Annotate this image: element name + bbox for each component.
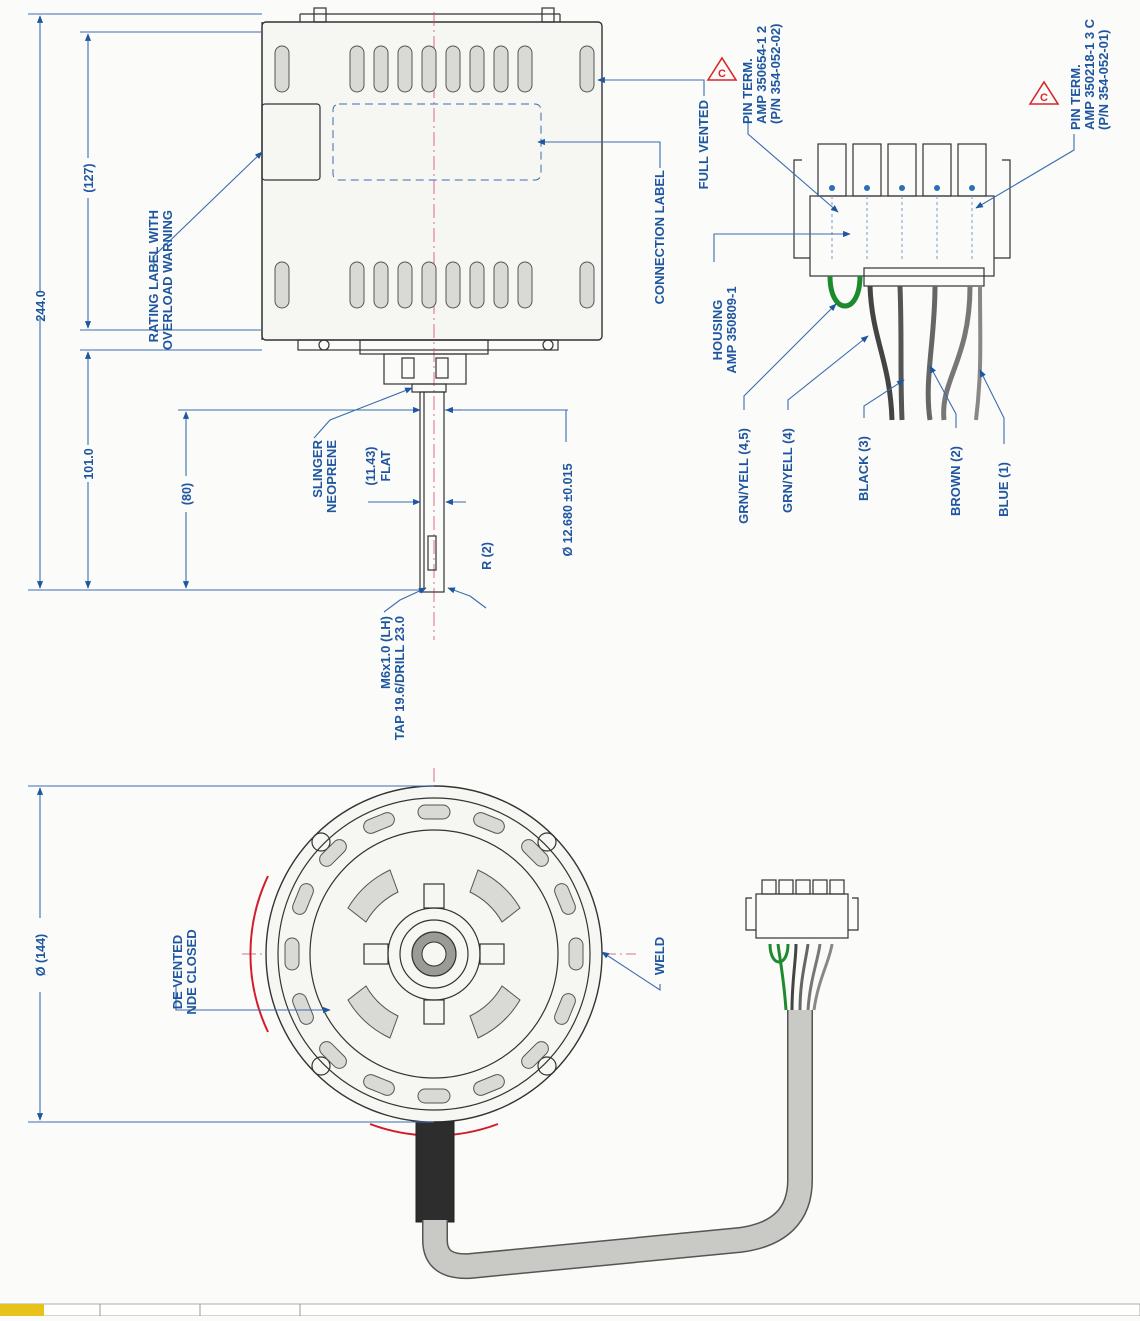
dimension-shaft-diameter: Ø 12.680 ±0.015 (396, 406, 575, 557)
revision-mark-2: C (1040, 92, 1048, 104)
pin-term-1-line1: PIN TERM. (1068, 64, 1083, 130)
radius-value: R (2) (480, 542, 494, 570)
weld-mark (249, 875, 269, 1033)
pin-term-1-line3: (P/N 354-052-01) (1096, 30, 1111, 130)
overall-length-value: 244.0 (34, 290, 48, 321)
revision-triangle-icon (1028, 80, 1060, 105)
callout-weld: WELD (601, 937, 667, 992)
callout-housing: HOUSING AMP 350809-1 (710, 230, 851, 374)
tap-line1: M6x1.0 (LH) (378, 616, 393, 689)
callout-full-vented: FULL VENTED (597, 76, 711, 189)
housing-line2: AMP 350809-1 (724, 286, 739, 373)
cable (415, 879, 859, 1280)
connection-label-text: CONNECTION LABEL (652, 170, 667, 304)
weld-text: WELD (652, 937, 667, 975)
shaft-usable-value: (80) (180, 483, 194, 505)
dimension-overall-length: 244.0 (28, 13, 420, 591)
shaft (359, 339, 489, 593)
shaft-length-value: 101.0 (82, 448, 96, 479)
dimension-end-diameter: Ø (144) (28, 785, 434, 1123)
de-vented-line1: DE VENTED (170, 935, 185, 1009)
dimension-radius: R (2) (447, 542, 494, 609)
wire-label-grn-yell-4: GRN/YELL (4) (780, 428, 795, 513)
full-vented-text: FULL VENTED (696, 100, 711, 189)
rating-label-line2: OVERLOAD WARNING (160, 210, 175, 350)
de-vented-line2: NDE CLOSED (184, 929, 199, 1014)
wire-labels: GRN/YELL (4,5) GRN/YELL (4) BLACK (3) BR… (736, 303, 1011, 524)
pin-term-2-line3: (P/N 354-052-02) (768, 24, 783, 124)
bottom-vent-slots (274, 261, 595, 309)
callout-pin-term-1: C PIN TERM. AMP 350218-1 3 C (P/N 354-05… (975, 18, 1111, 209)
top-vent-slots (274, 45, 595, 93)
callout-pin-term-2: C PIN TERM. AMP 350654-1 2 (P/N 354-052-… (706, 24, 839, 213)
footer-bar (0, 1303, 1140, 1317)
dimension-shaft-usable: (80) (178, 409, 420, 589)
dimension-body-length: (127) (80, 31, 262, 331)
dimension-shaft-length: 101.0 (80, 349, 262, 589)
wire-label-grn-yell-45: GRN/YELL (4,5) (736, 428, 751, 524)
slinger-line2: NEOPRENE (324, 440, 339, 513)
callout-connection-label: CONNECTION LABEL (537, 138, 667, 304)
dimension-flat: (11.43) FLAT (364, 447, 466, 506)
flat-value: (11.43) (364, 447, 378, 486)
motor-body (261, 7, 603, 640)
housing-line1: HOUSING (710, 300, 725, 361)
pin-term-2-line2: AMP 350654-1 2 (754, 26, 769, 124)
callout-tap: M6x1.0 (LH) TAP 19.6/DRILL 23.0 (378, 587, 427, 740)
slinger-line1: SLINGER (310, 439, 325, 497)
callout-slinger: SLINGER NEOPRENE (310, 387, 413, 513)
wire-label-brown: BROWN (2) (948, 446, 963, 516)
callout-de-vented: DE VENTED NDE CLOSED (170, 929, 331, 1015)
flat-label: FLAT (379, 450, 393, 481)
shaft-diameter-value: Ø 12.680 ±0.015 (561, 463, 575, 556)
tap-line2: TAP 19.6/DRILL 23.0 (392, 616, 407, 740)
end-diameter-value: Ø (144) (34, 934, 48, 976)
end-view (242, 768, 636, 1138)
wire-label-black: BLACK (3) (856, 436, 871, 501)
connector-detail (793, 143, 1011, 421)
body-length-value: (127) (82, 163, 96, 192)
pin-term-2-line1: PIN TERM. (740, 58, 755, 124)
pin-term-1-line2: AMP 350218-1 3 C (1082, 18, 1097, 130)
wire-label-blue: BLUE (1) (996, 462, 1011, 517)
rating-label-line1: RATING LABEL WITH (146, 210, 161, 342)
callout-rating-label: RATING LABEL WITH OVERLOAD WARNING (146, 151, 263, 350)
revision-mark-1: C (718, 68, 726, 80)
revision-triangle-icon (706, 56, 738, 81)
